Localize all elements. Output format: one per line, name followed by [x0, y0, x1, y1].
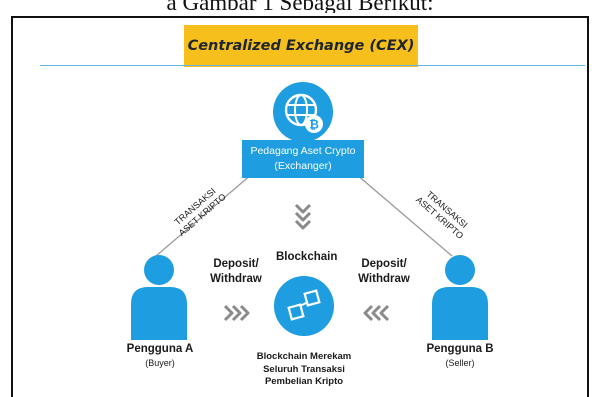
- title-banner: Centralized Exchange (CEX): [184, 25, 418, 67]
- blockchain-cubes-icon: [274, 276, 334, 336]
- globe-bitcoin-icon: ₿: [273, 82, 333, 142]
- blockchain-label: Blockchain: [276, 251, 338, 263]
- diagram-title: Centralized Exchange (CEX): [187, 38, 415, 54]
- down-chevron-icon: [294, 203, 312, 230]
- right-chevron-icon: [223, 304, 250, 322]
- exchanger-label: Pedagang Aset Crypto: [250, 145, 356, 157]
- deposit-left-label: Deposit/ Withdraw: [210, 258, 262, 285]
- deposit-right-label: Deposit/ Withdraw: [358, 258, 410, 285]
- exchanger-box: Pedagang Aset Crypto (Exchanger): [242, 140, 364, 178]
- user-b-role: (Seller): [445, 358, 475, 368]
- connector-right: [355, 173, 453, 257]
- user-b-name: Pengguna B: [426, 343, 494, 355]
- svg-text:₿: ₿: [309, 118, 319, 132]
- connector-left: [155, 173, 253, 257]
- user-b-person-icon: [432, 255, 488, 340]
- user-a-person-icon: [131, 255, 187, 340]
- exchanger-sublabel: (Exchanger): [274, 160, 332, 172]
- blockchain-description: Blockchain Merekam Seluruh Transaksi Pem…: [256, 351, 352, 387]
- page-caption: a Gambar 1 Sebagai Berikut:: [166, 0, 434, 13]
- user-a-role: (Buyer): [145, 358, 175, 368]
- user-a-name: Pengguna A: [126, 343, 194, 355]
- left-chevron-icon: [363, 304, 390, 322]
- title-divider: [40, 65, 585, 66]
